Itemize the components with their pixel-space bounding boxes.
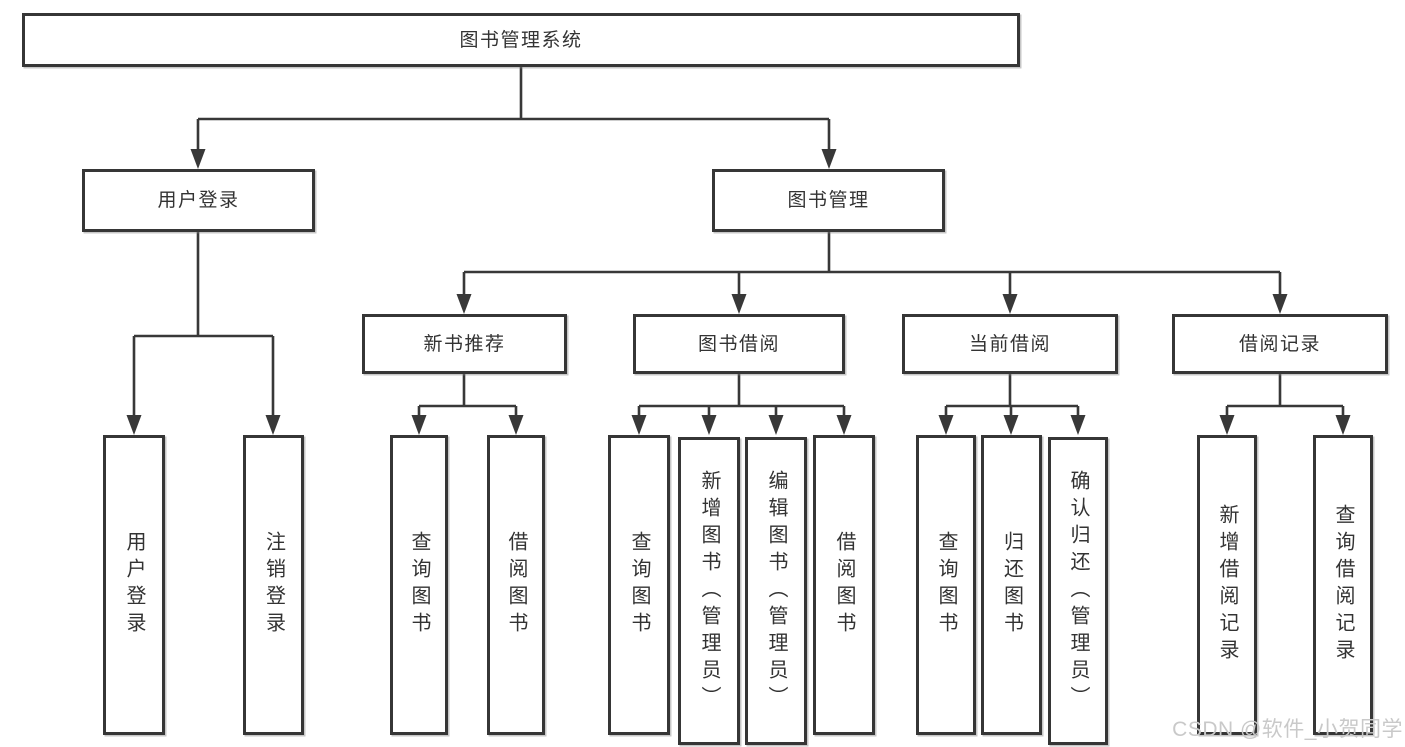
connector-userlogin-to-leaves [132, 232, 275, 419]
node-label: 编辑图书（管理员） [765, 469, 787, 713]
connector-currentborrow-to-leaves [944, 374, 1080, 419]
leaf-newbooks-query-books: 查询图书 [390, 435, 448, 735]
connector-records-to-leaves [1225, 374, 1345, 419]
leaf-current-query-books: 查询图书 [916, 435, 976, 735]
connector-root-to-level2 [196, 67, 831, 153]
leaf-borrow-query-books: 查询图书 [608, 435, 670, 735]
node-borrowing-records: 借阅记录 [1172, 314, 1388, 374]
leaf-borrow-add-books-admin: 新增图书（管理员） [678, 437, 740, 745]
node-label: 查询图书 [628, 531, 650, 639]
node-label: 图书管理系统 [459, 29, 583, 51]
leaf-records-add-record: 新增借阅记录 [1197, 435, 1257, 735]
connector-newbooks-to-leaves [417, 374, 518, 419]
node-label: 新书推荐 [423, 333, 506, 355]
node-label: 查询借阅记录 [1332, 504, 1354, 666]
leaf-current-return-books: 归还图书 [981, 435, 1042, 735]
leaf-borrow-borrow-books: 借阅图书 [813, 435, 875, 735]
node-label: 新增图书（管理员） [698, 469, 720, 713]
node-label: 查询图书 [935, 531, 957, 639]
node-label: 用户登录 [123, 531, 145, 639]
node-label: 确认归还（管理员） [1067, 469, 1089, 713]
node-label: 新增借阅记录 [1216, 504, 1238, 666]
node-label: 图书借阅 [697, 333, 780, 355]
watermark: CSDN @软件_小贺同学 [1172, 718, 1403, 741]
leaf-user-login: 用户登录 [103, 435, 165, 735]
leaf-current-confirm-return-admin: 确认归还（管理员） [1048, 437, 1108, 745]
leaf-logout: 注销登录 [243, 435, 304, 735]
node-user-login: 用户登录 [82, 169, 315, 232]
node-label: 用户登录 [157, 190, 240, 211]
leaf-records-query-record: 查询借阅记录 [1313, 435, 1373, 735]
leaf-newbooks-borrow-books: 借阅图书 [487, 435, 545, 735]
node-new-book-recommend: 新书推荐 [362, 314, 567, 374]
connector-bookmgmt-to-level3 [462, 232, 1282, 298]
node-label: 借阅图书 [833, 531, 855, 639]
node-label: 注销登录 [262, 531, 285, 639]
node-book-borrowing: 图书借阅 [633, 314, 845, 374]
leaf-borrow-edit-books-admin: 编辑图书（管理员） [745, 437, 807, 745]
node-label: 归还图书 [1000, 531, 1023, 639]
node-label: 借阅记录 [1238, 333, 1321, 355]
node-current-borrowing: 当前借阅 [902, 314, 1118, 374]
node-label: 当前借阅 [968, 333, 1051, 355]
node-book-management: 图书管理 [712, 169, 945, 232]
node-label: 图书管理 [787, 190, 870, 211]
node-root: 图书管理系统 [22, 13, 1020, 67]
node-label: 借阅图书 [505, 531, 527, 639]
connector-bookborrow-to-leaves [637, 374, 846, 419]
arrowheads [126, 149, 1351, 435]
node-label: 查询图书 [408, 531, 430, 639]
